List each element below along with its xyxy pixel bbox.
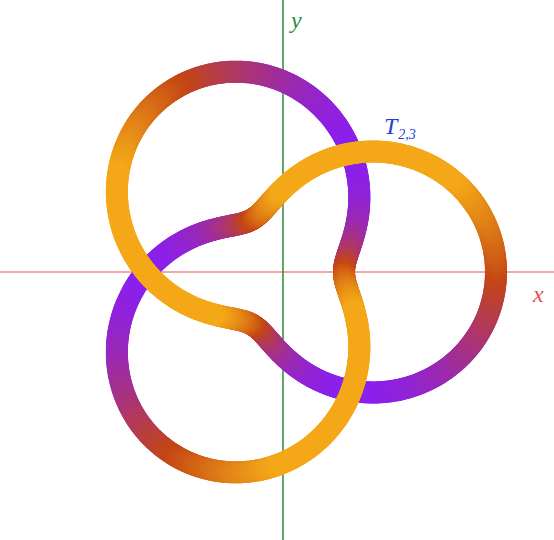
axis-label: y [291,8,302,32]
trefoil-knot [117,72,496,473]
knot-label: T [384,114,397,138]
knot-segment [348,142,351,165]
knot-segment [146,272,148,274]
knot-segment [352,380,355,402]
x-axis [0,271,554,273]
axis-label: x [533,282,544,306]
knot-segment [352,388,353,391]
knot-subscript: 2,3 [398,128,416,142]
